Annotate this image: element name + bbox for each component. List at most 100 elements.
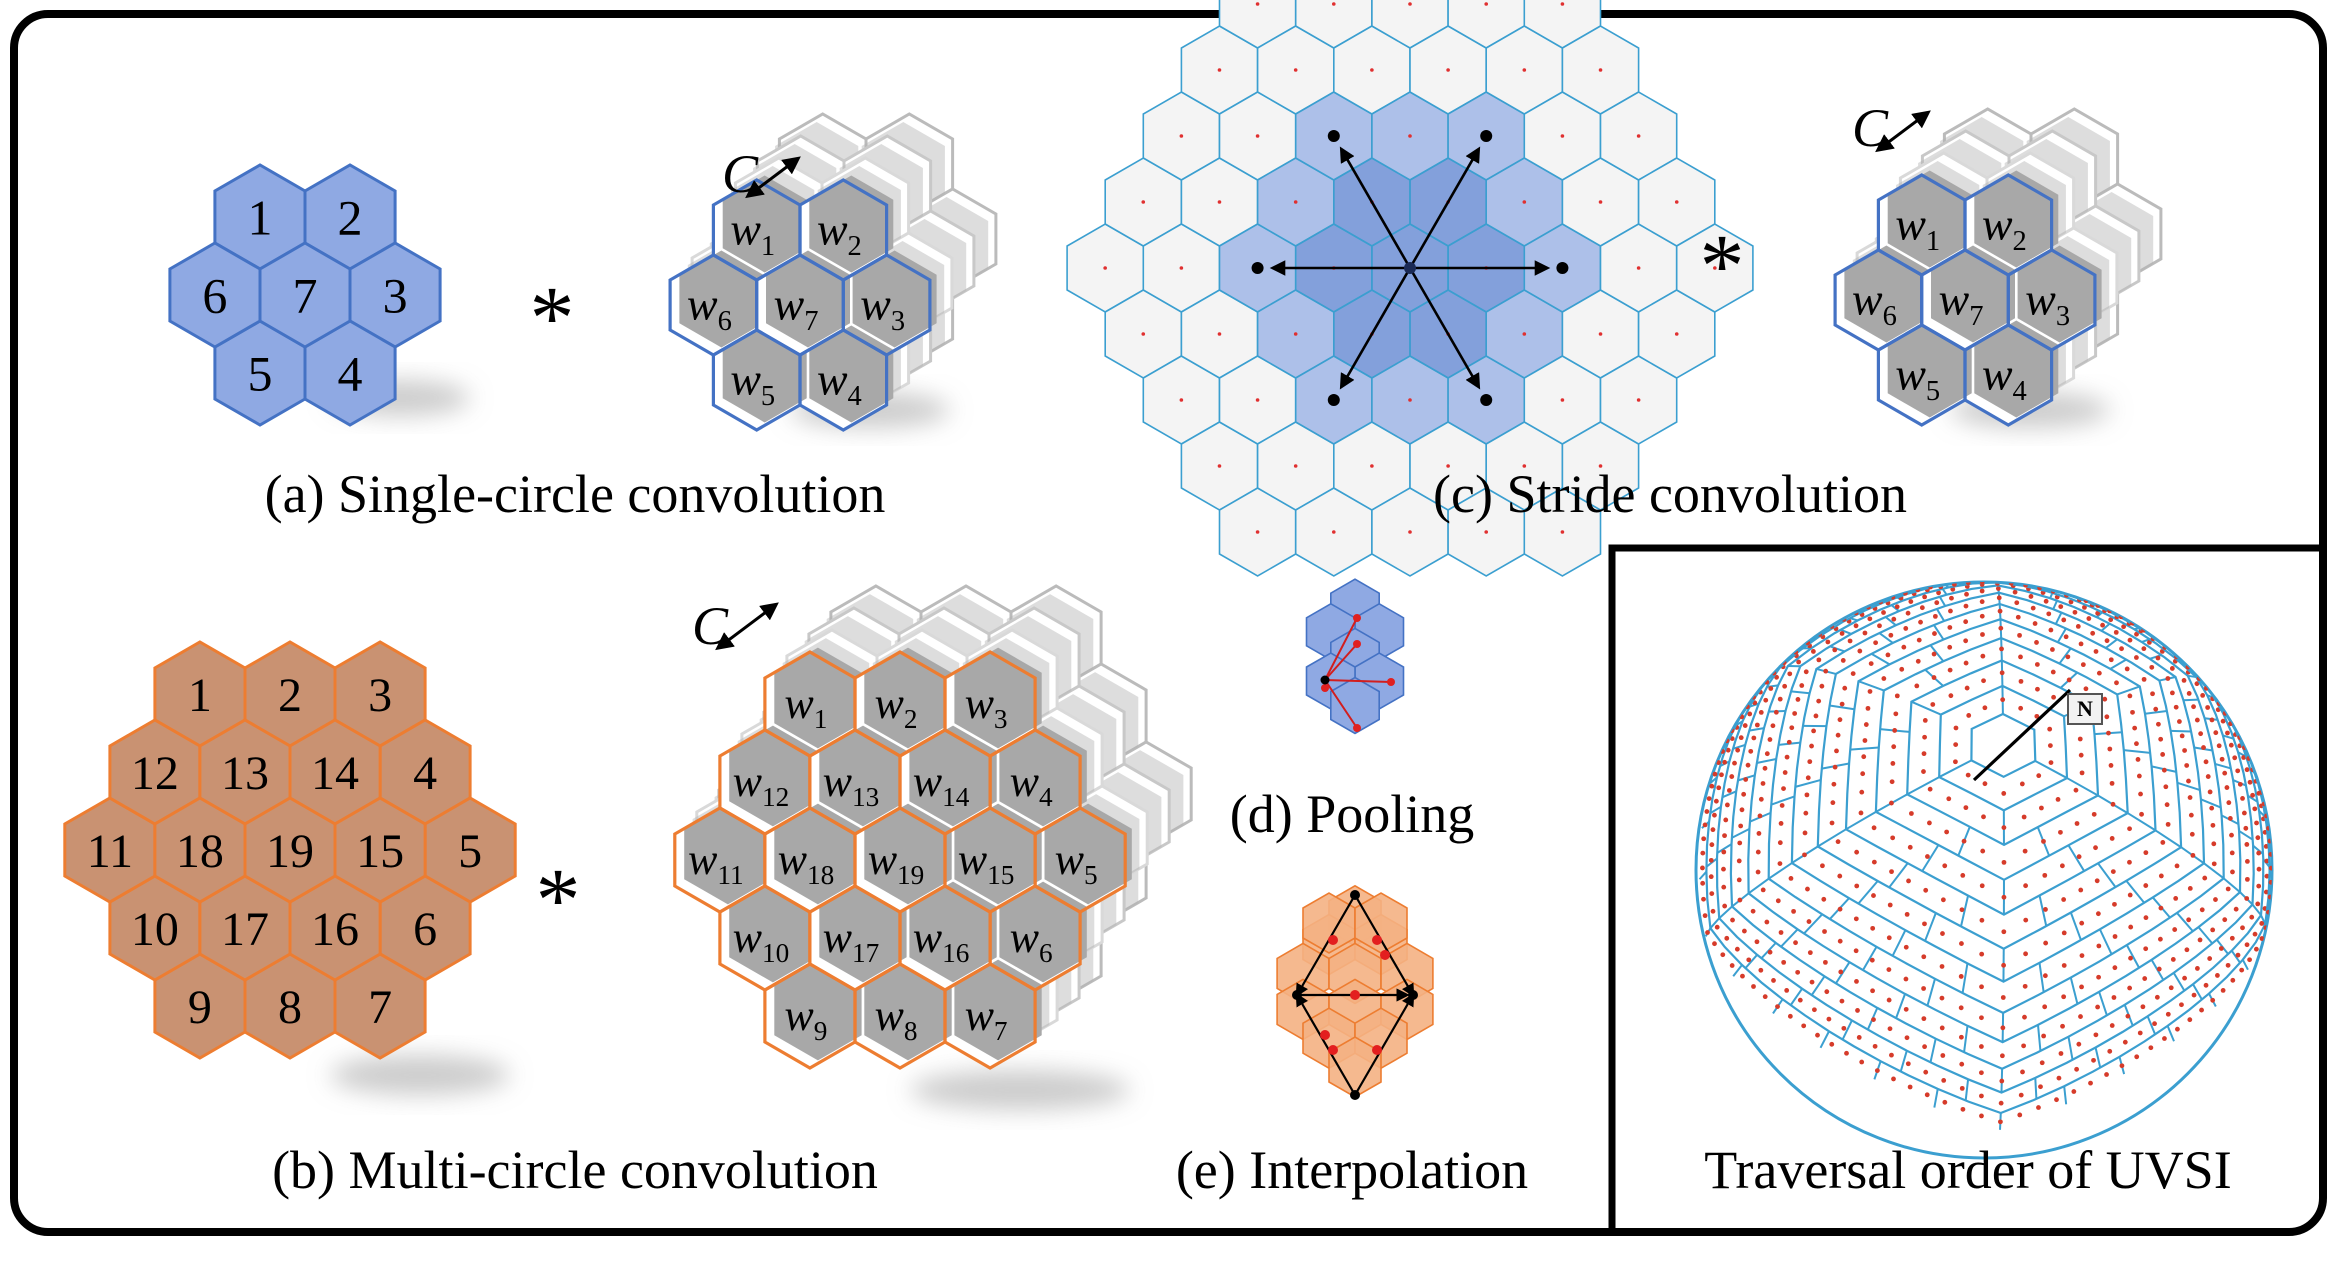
panel-c-cell-dot [1560, 530, 1565, 534]
panel-c-stride-target [1251, 262, 1264, 274]
uvsi-traversal-dot [2244, 896, 2250, 901]
uvsi-grid-wall [2252, 844, 2264, 855]
uvsi-traversal-dot [1788, 875, 1794, 881]
panel-c-kernel-front-fill [1974, 320, 2059, 418]
uvsi-traversal-dot [2252, 931, 2258, 937]
uvsi-grid-wall [2058, 647, 2072, 665]
panel-a-channel-label: C [722, 144, 759, 204]
uvsi-traversal-dot [2019, 781, 2025, 787]
uvsi-traversal-dot [1778, 821, 1784, 826]
uvsi-traversal-dot [1949, 595, 1954, 601]
uvsi-traversal-dot [2063, 634, 2069, 640]
uvsi-traversal-dot [2156, 721, 2161, 727]
uvsi-traversal-dot [1736, 858, 1742, 864]
uvsi-traversal-dot [1942, 1099, 1948, 1105]
uvsi-traversal-dot [2068, 599, 2074, 605]
panel-c-cell-dot [1255, 530, 1260, 534]
uvsi-traversal-dot [2173, 895, 2179, 901]
uvsi-traversal-dot [1738, 823, 1744, 829]
uvsi-traversal-dot [2210, 822, 2216, 828]
uvsi-grid-wall [2238, 830, 2254, 841]
uvsi-grid-wall [1935, 608, 1945, 622]
uvsi-traversal-dot [1775, 1004, 1780, 1009]
uvsi-traversal-dot [2073, 787, 2079, 793]
uvsi-traversal-dot [1877, 623, 1882, 629]
uvsi-traversal-dot [1964, 685, 1970, 691]
uvsi-traversal-dot [2253, 946, 2259, 952]
uvsi-grid-wall [1895, 993, 1906, 1019]
uvsi-traversal-dot [1787, 671, 1793, 677]
uvsi-grid-wall [2144, 709, 2168, 715]
uvsi-traversal-dot [2102, 696, 2108, 702]
uvsi-grid-wall [1803, 913, 1823, 935]
uvsi-traversal-dot [2202, 875, 2208, 881]
uvsi-traversal-dot [2165, 676, 2171, 681]
panel-c-channel-arrow [1875, 110, 1931, 153]
uvsi-traversal-dot [1809, 979, 1815, 985]
panel-b-kernel-weight-16: w16 [913, 913, 970, 968]
panel-d-pool-node [1321, 684, 1329, 692]
uvsi-traversal-dot [2060, 1023, 2065, 1029]
uvsi-traversal-dot [1995, 586, 2001, 591]
uvsi-traversal-dot [2227, 816, 2233, 821]
panel-c-kernel-front-cell-7 [1920, 248, 2010, 352]
uvsi-traversal-dot [1961, 838, 1967, 844]
uvsi-traversal-dot [1745, 762, 1751, 768]
uvsi-traversal-dot [2038, 1084, 2043, 1090]
panel-pooling [1305, 578, 1405, 735]
uvsi-grid-wall [2057, 627, 2067, 643]
uvsi-traversal-dot [1958, 1034, 1964, 1040]
panel-b-kernel-front-fill [729, 881, 817, 983]
uvsi-traversal-dot [2021, 1043, 2027, 1049]
uvsi-traversal-dot [1891, 616, 1897, 622]
uvsi-traversal-dot [1950, 586, 1956, 592]
panel-uvsi-sphere: N [1694, 580, 2274, 1160]
uvsi-grid-wall [2109, 658, 2127, 670]
uvsi-traversal-dot [2205, 774, 2211, 779]
panel-c-cell-dot [1560, 398, 1565, 402]
uvsi-traversal-dot [1927, 820, 1932, 826]
uvsi-traversal-dot [2179, 733, 2185, 739]
panel-d-pool-edge [1324, 679, 1358, 729]
uvsi-traversal-dot [2200, 692, 2206, 698]
uvsi-traversal-dot [2143, 946, 2149, 952]
panel-d-cell [1330, 676, 1380, 735]
panel-b-kernel-front-fill [819, 881, 907, 983]
uvsi-traversal-dot [1886, 935, 1892, 941]
uvsi-traversal-dot [2215, 973, 2220, 978]
panel-c-channel-label: C [1852, 98, 1889, 158]
uvsi-traversal-dot [2061, 963, 2067, 968]
uvsi-traversal-dot [1837, 906, 1843, 912]
uvsi-traversal-dot [1782, 683, 1788, 689]
uvsi-grid-wall [2066, 777, 2099, 797]
panel-c-cell-dot [1560, 2, 1565, 6]
uvsi-traversal-dot [2001, 929, 2007, 935]
uvsi-traversal-dot [1963, 619, 1969, 625]
panel-a-label-6: 6 [202, 268, 227, 324]
uvsi-traversal-dot [2030, 605, 2036, 611]
uvsi-traversal-dot [2160, 840, 2166, 845]
uvsi-traversal-dot [2059, 863, 2065, 869]
panel-b-label-12: 12 [131, 747, 179, 800]
panel-a-label-7: 7 [293, 268, 318, 324]
uvsi-traversal-dot [1887, 1026, 1893, 1032]
uvsi-traversal-dot [2244, 842, 2250, 847]
uvsi-traversal-dot [2001, 859, 2007, 865]
uvsi-traversal-dot [1856, 1035, 1862, 1040]
uvsi-grid-wall [1961, 963, 1969, 994]
uvsi-traversal-dot [1931, 675, 1937, 680]
uvsi-traversal-dot [1801, 1023, 1807, 1029]
uvsi-traversal-dot [2163, 784, 2169, 790]
uvsi-traversal-dot [1722, 903, 1728, 909]
uvsi-traversal-dot [1754, 939, 1760, 945]
uvsi-traversal-dot [2041, 1033, 2047, 1039]
uvsi-traversal-dot [1867, 689, 1873, 694]
uvsi-traversal-dot [2130, 709, 2135, 715]
uvsi-traversal-dot [2021, 814, 2027, 820]
uvsi-traversal-dot [1730, 917, 1735, 923]
panel-e-interp-edge [1354, 992, 1415, 1096]
uvsi-traversal-dot [2014, 600, 2020, 606]
uvsi-traversal-dot [1980, 632, 1985, 637]
uvsi-traversal-dot [2169, 666, 2175, 671]
uvsi-traversal-dot [2216, 743, 2222, 749]
